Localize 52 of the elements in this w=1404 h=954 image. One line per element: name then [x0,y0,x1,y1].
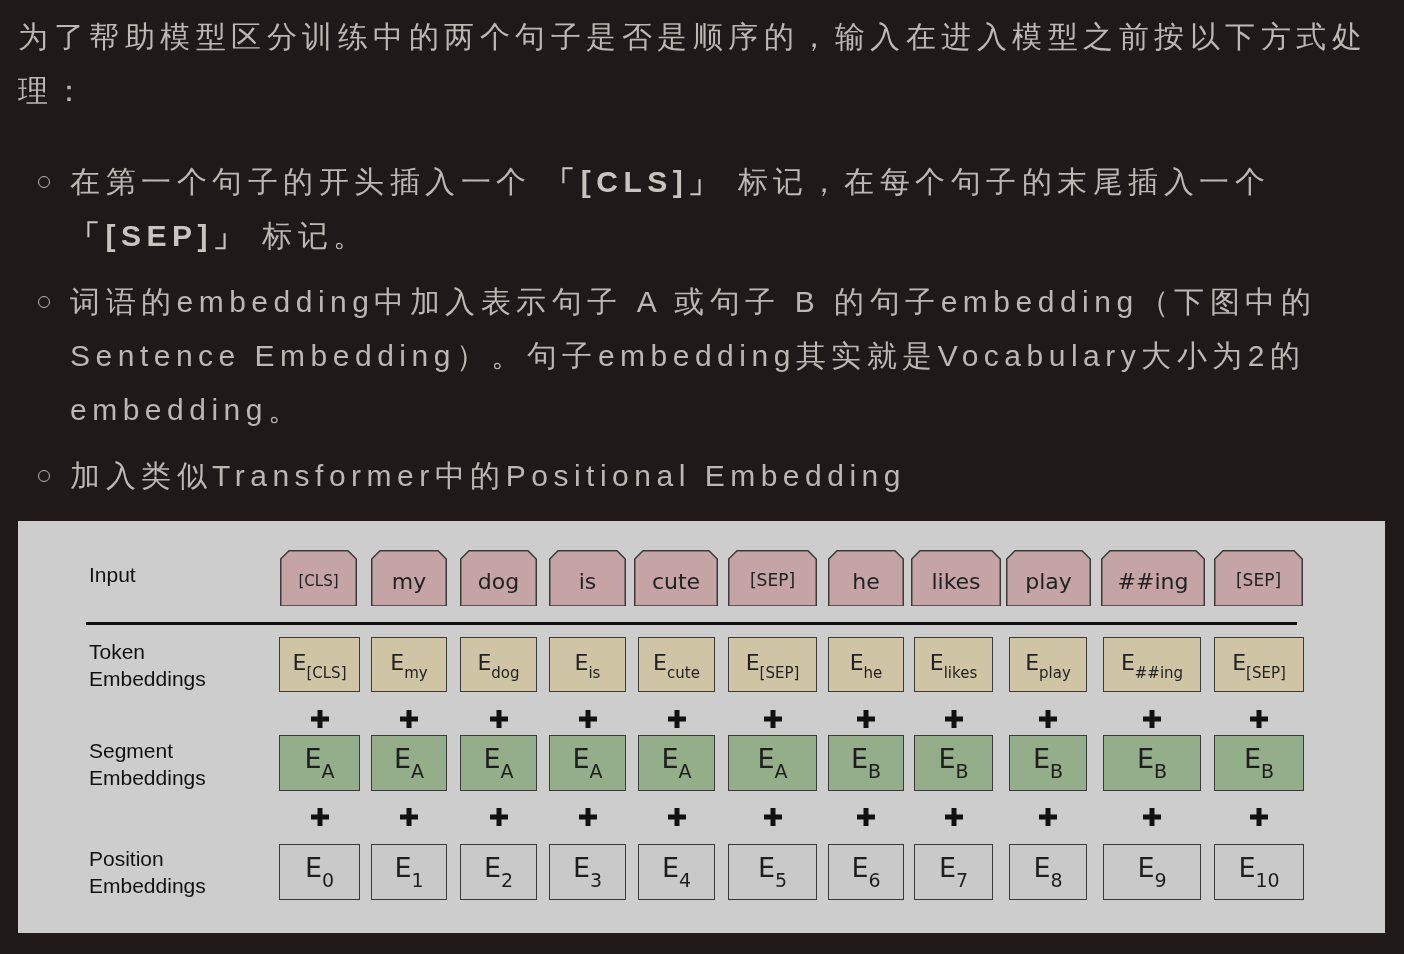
segment-embedding-box: E$_{A}$ [549,735,626,791]
input-token-tag: dog [460,550,537,606]
position-embedding-box: E$_{0}$ [279,844,360,900]
segment-embedding-box: E$_{A}$ [638,735,715,791]
segment-embedding-box: E$_{A}$ [279,735,360,791]
segment-embedding-box: E$_{A}$ [371,735,447,791]
token-embedding-box: E$_{[SEP]}$ [728,637,817,692]
token-embedding-box: E$_{cute}$ [638,637,715,692]
row-label: Input [89,562,137,588]
position-embedding-box: E$_{2}$ [460,844,537,900]
position-embedding-box: E$_{7}$ [914,844,993,900]
token-embedding-box: E$_{##ing}$ [1103,637,1201,692]
token-embedding-box: E$_{[SEP]}$ [1214,637,1304,692]
input-token-tag: likes [911,550,1001,606]
segment-embedding-box: E$_{A}$ [460,735,537,791]
segment-embedding-box: E$_{A}$ [728,735,817,791]
row-label: Position Embeddings [89,846,207,899]
row-label: Token Embeddings [89,639,207,692]
segment-embedding-box: E$_{B}$ [1214,735,1304,791]
token-embedding-box: E$_{he}$ [828,637,904,692]
row-label: Segment Embeddings [89,738,207,791]
segment-embedding-box: E$_{B}$ [914,735,993,791]
bullet-text: 在第一个句子的开头插入一个 「[CLS]」 标记，在每个句子的末尾插入一个「[SEP]」 标记。 [70,164,1272,254]
input-token-tag: ##ing [1101,550,1205,606]
position-embedding-box: E$_{10}$ [1214,844,1304,900]
position-embedding-box: E$_{9}$ [1103,844,1201,900]
bullet-text: 加入类似Transformer中的Positional Embedding [70,458,907,494]
token-embedding-box: E$_{[CLS]}$ [279,637,360,692]
input-token-tag: cute [634,550,718,606]
position-embedding-box: E$_{5}$ [728,844,817,900]
position-embedding-box: E$_{6}$ [828,844,904,900]
intro-paragraph: 为了帮助模型区分训练中的两个句子是否是顺序的，输入在进入模型之前按以下方式处理： [18,19,1368,109]
token-embedding-box: E$_{dog}$ [460,637,537,692]
input-token-tag: [SEP] [1214,550,1303,606]
position-embedding-box: E$_{8}$ [1009,844,1087,900]
token-embedding-box: E$_{likes}$ [914,637,993,692]
bullet-text: 词语的embedding中加入表示句子 A 或句子 B 的句子embedding（下图中的Sentence Embedding）。句子embedding其实就是Vocabulary大小为2的embedding。 [70,284,1318,428]
input-token-tag: he [828,550,904,606]
position-embedding-box: E$_{3}$ [549,844,626,900]
token-embedding-box: E$_{my}$ [371,637,447,692]
input-token-tag: is [549,550,626,606]
position-embedding-box: E$_{4}$ [638,844,715,900]
input-token-tag: [CLS] [280,550,357,606]
input-token-tag: play [1006,550,1091,606]
segment-embedding-box: E$_{B}$ [828,735,904,791]
token-embedding-box: E$_{play}$ [1009,637,1087,692]
segment-embedding-box: E$_{B}$ [1103,735,1201,791]
segment-embedding-box: E$_{B}$ [1009,735,1087,791]
input-token-tag: my [371,550,447,606]
position-embedding-box: E$_{1}$ [371,844,447,900]
token-embedding-box: E$_{is}$ [549,637,626,692]
input-token-tag: [SEP] [728,550,817,606]
